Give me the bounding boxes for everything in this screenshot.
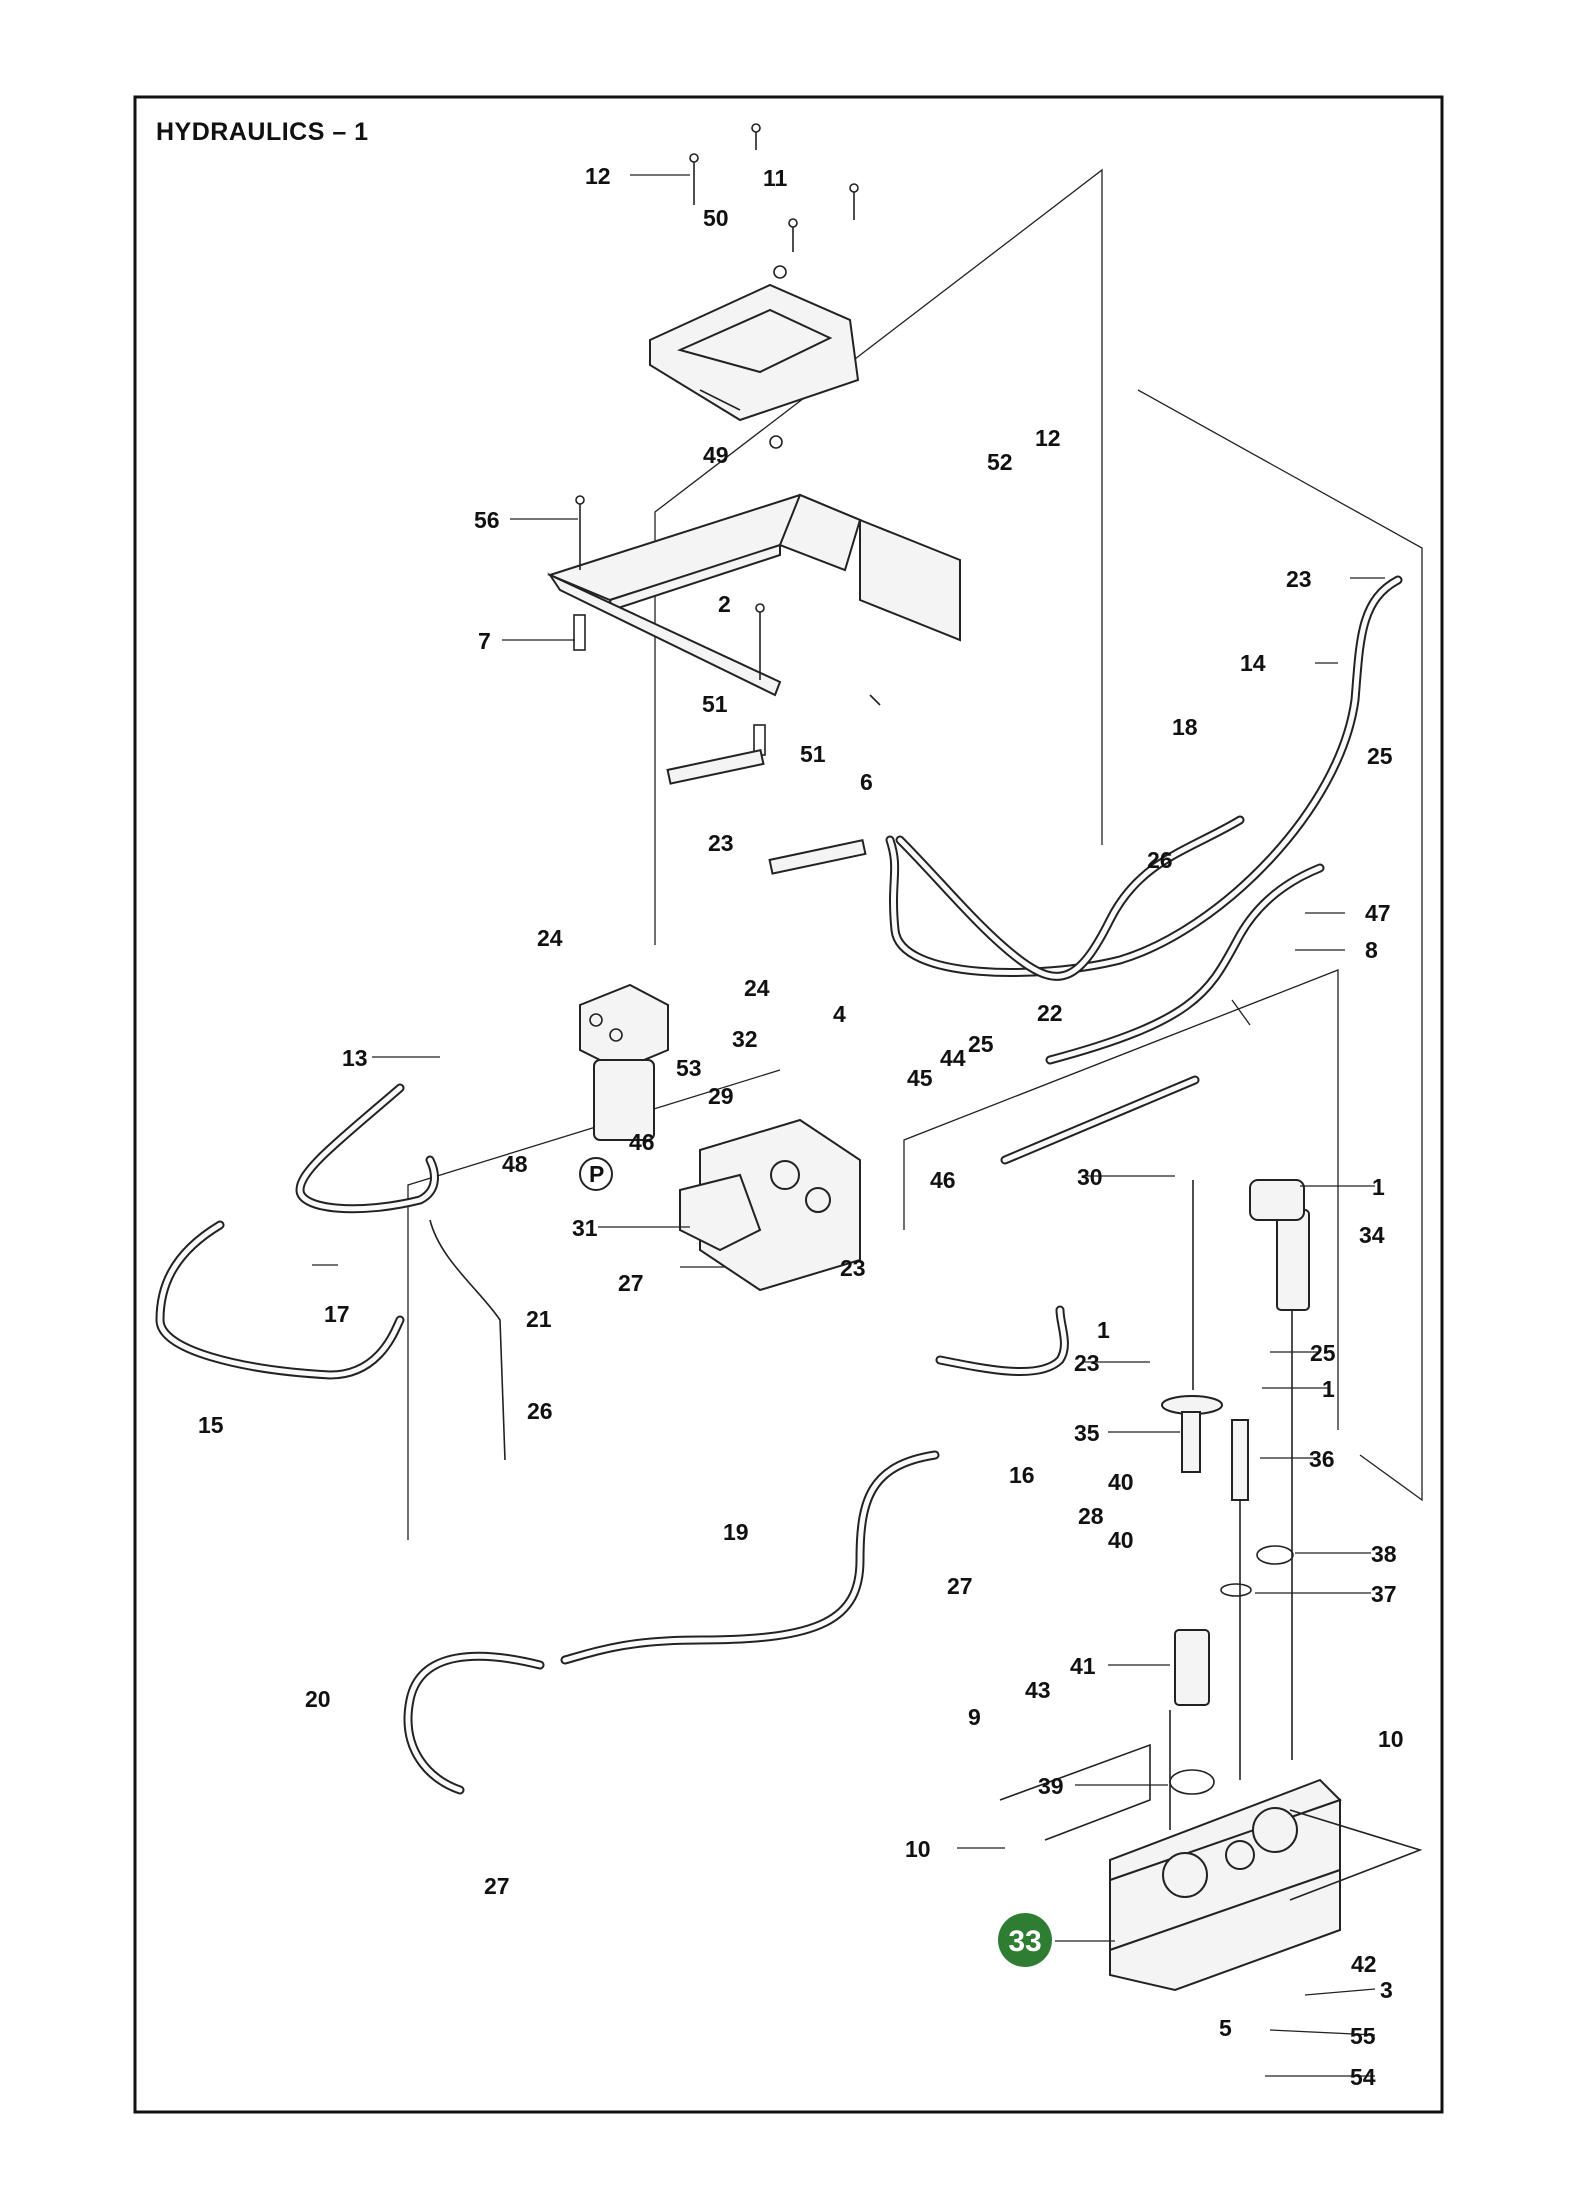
label-51: 51: [800, 741, 826, 767]
label-40: 40: [1108, 1527, 1134, 1553]
label-12: 12: [585, 163, 611, 189]
label-34: 34: [1359, 1222, 1385, 1248]
label-46: 46: [930, 1167, 956, 1193]
label-39: 39: [1038, 1773, 1064, 1799]
label-14: 14: [1240, 650, 1266, 676]
label-56: 56: [474, 507, 500, 533]
label-13: 13: [342, 1045, 368, 1071]
label-30: 30: [1077, 1164, 1103, 1190]
label-31: 31: [572, 1215, 598, 1241]
label-1: 1: [1322, 1376, 1335, 1402]
tank-internals: [1161, 1179, 1310, 1830]
label-10: 10: [1378, 1726, 1404, 1752]
hydraulic-pump: [679, 1118, 861, 1292]
label-18: 18: [1172, 714, 1198, 740]
label-3: 3: [1380, 1977, 1393, 2003]
label-24: 24: [744, 975, 770, 1001]
label-1: 1: [1097, 1317, 1110, 1343]
label-29: 29: [708, 1083, 734, 1109]
label-23: 23: [840, 1255, 866, 1281]
label-44: 44: [940, 1045, 966, 1071]
label-12: 12: [1035, 425, 1061, 451]
label-5: 5: [1219, 2015, 1232, 2041]
strap-51-right: [768, 838, 867, 875]
label-11: 11: [763, 165, 788, 191]
label-52: 52: [987, 449, 1013, 475]
label-8: 8: [1365, 937, 1378, 963]
label-22: 22: [1037, 1000, 1063, 1026]
filter-assembly: [579, 983, 669, 1141]
label-49: 49: [703, 442, 729, 468]
hydraulic-tank: [999, 1743, 1423, 1992]
label-48: 48: [502, 1151, 528, 1177]
label-36: 36: [1309, 1446, 1335, 1472]
label-25: 25: [1367, 743, 1393, 769]
leader-lines: [312, 174, 1385, 2077]
pressure-callout-icon: [579, 1157, 613, 1191]
label-51: 51: [702, 691, 728, 717]
seat-frame-bracket: [547, 493, 961, 697]
label-26: 26: [1147, 847, 1173, 873]
label-16: 16: [1009, 1462, 1035, 1488]
label-1: 1: [1372, 1174, 1385, 1200]
label-40: 40: [1108, 1469, 1134, 1495]
label-24: 24: [537, 925, 563, 951]
label-2: 2: [718, 591, 731, 617]
label-23: 23: [708, 830, 734, 856]
label-26: 26: [527, 1398, 553, 1424]
label-4: 4: [833, 1001, 846, 1027]
label-45: 45: [907, 1065, 933, 1091]
label-54: 54: [1350, 2064, 1376, 2090]
label-25: 25: [968, 1031, 994, 1057]
label-35: 35: [1074, 1420, 1100, 1446]
label-17: 17: [324, 1301, 350, 1327]
label-46: 46: [629, 1129, 655, 1155]
label-37: 37: [1371, 1581, 1397, 1607]
label-7: 7: [478, 628, 491, 654]
label-25: 25: [1310, 1340, 1336, 1366]
label-43: 43: [1025, 1677, 1051, 1703]
part-labels: 12 11 50 12 49 52 56 23 2 7 14 51 18 51 …: [198, 163, 1404, 2090]
bolts-top: [573, 123, 881, 756]
label-20: 20: [305, 1686, 331, 1712]
label-41: 41: [1070, 1653, 1096, 1679]
label-50: 50: [703, 205, 729, 231]
diagram-frame: [133, 95, 1444, 2114]
label-23: 23: [1286, 566, 1312, 592]
label-10: 10: [905, 1836, 931, 1862]
pressure-callout-text: P: [589, 1161, 604, 1187]
label-27: 27: [947, 1573, 973, 1599]
strap-51-left: [666, 748, 765, 785]
label-38: 38: [1371, 1541, 1397, 1567]
highlight-badge-33: [998, 1913, 1052, 1967]
label-55: 55: [1350, 2023, 1376, 2049]
label-27: 27: [618, 1270, 644, 1296]
label-47: 47: [1365, 900, 1391, 926]
label-9: 9: [968, 1704, 981, 1730]
hoses: [155, 575, 1403, 1795]
label-15: 15: [198, 1412, 224, 1438]
label-6: 6: [860, 769, 873, 795]
diagram-title: HYDRAULICS – 1: [156, 118, 369, 146]
label-23: 23: [1074, 1350, 1100, 1376]
guide-lines: [407, 168, 1423, 1540]
mounting-bracket-upper: [649, 283, 860, 422]
label-42: 42: [1351, 1951, 1377, 1977]
label-28: 28: [1078, 1503, 1104, 1529]
label-32: 32: [732, 1026, 758, 1052]
label-21: 21: [526, 1306, 552, 1332]
label-53: 53: [676, 1055, 702, 1081]
label-19: 19: [723, 1519, 749, 1545]
highlight-label-33: 33: [1008, 1925, 1041, 1958]
label-27: 27: [484, 1873, 510, 1899]
